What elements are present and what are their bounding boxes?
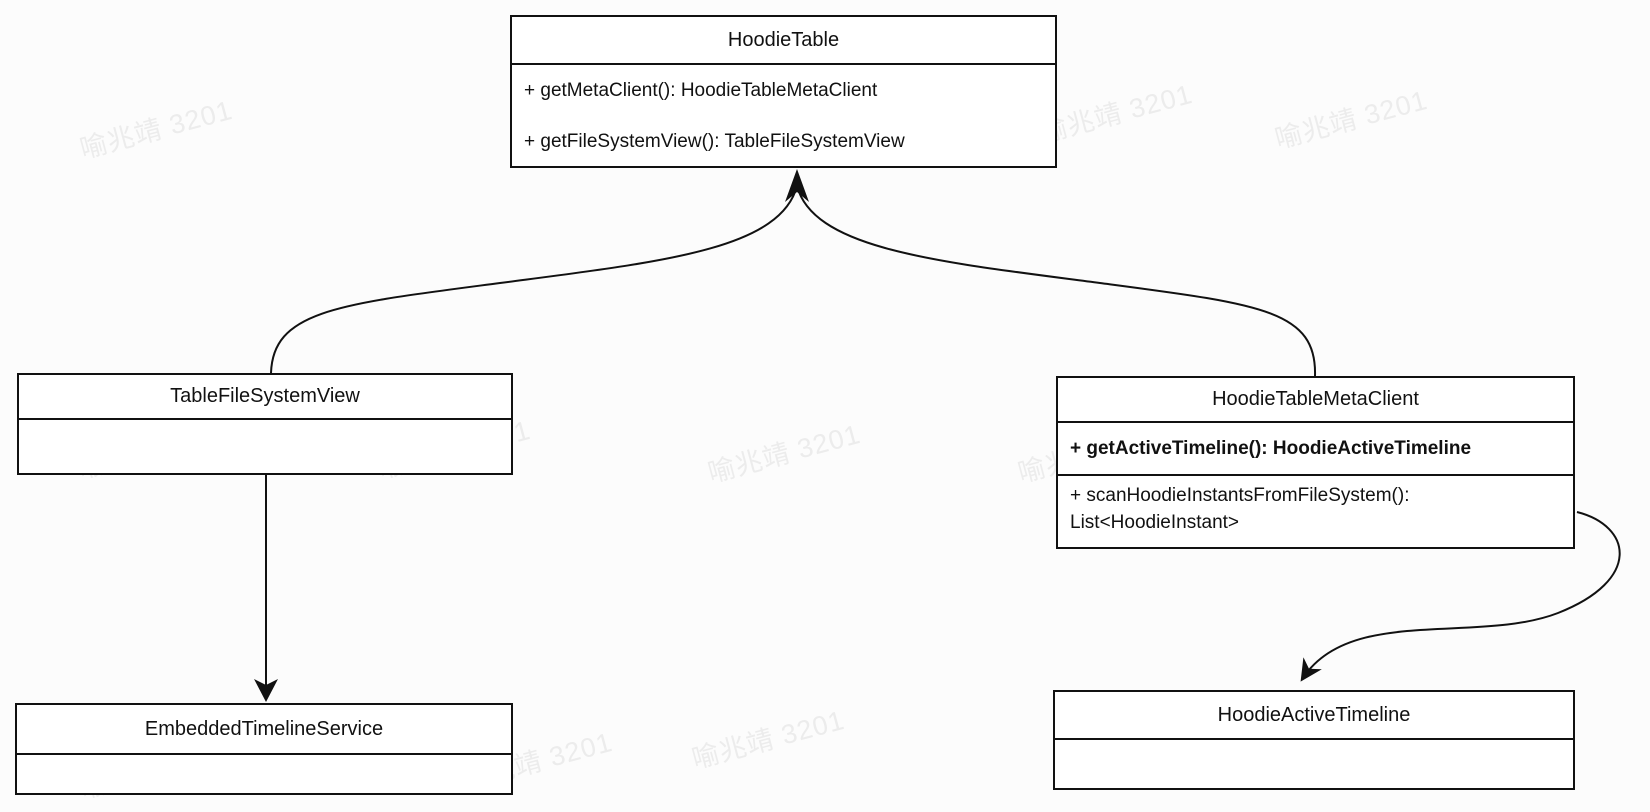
- class-title: HoodieTableMetaClient: [1058, 378, 1573, 423]
- class-title: TableFileSystemView: [19, 375, 511, 420]
- class-box-embedded-timeline-service: EmbeddedTimelineService: [15, 703, 513, 795]
- edge-tablefilesystemview-to-hoodietable: [270, 185, 798, 374]
- watermark: 喻兆靖 3201: [688, 704, 848, 775]
- class-title: HoodieTable: [512, 17, 1055, 65]
- watermark: 喻兆靖 3201: [1036, 78, 1196, 149]
- class-box-hoodie-table: HoodieTable + getMetaClient(): HoodieTab…: [510, 15, 1057, 168]
- class-method: + getMetaClient(): HoodieTableMetaClient: [524, 79, 878, 101]
- class-title: EmbeddedTimelineService: [17, 705, 511, 755]
- class-box-table-file-system-view: TableFileSystemView: [17, 373, 513, 475]
- arrowhead-up-icon: [785, 169, 809, 202]
- class-title: HoodieActiveTimeline: [1055, 692, 1573, 740]
- watermark: 喻兆靖 3201: [76, 94, 236, 165]
- class-method: + getActiveTimeline(): HoodieActiveTimel…: [1058, 423, 1573, 476]
- edge-hoodietablemetaclient-to-hoodietable: [796, 185, 1317, 377]
- class-box-hoodie-active-timeline: HoodieActiveTimeline: [1053, 690, 1575, 790]
- class-method: + scanHoodieInstantsFromFileSystem(): Li…: [1070, 485, 1410, 533]
- watermark: 喻兆靖 3201: [1271, 84, 1431, 155]
- class-method: + getFileSystemView(): TableFileSystemVi…: [524, 130, 905, 152]
- class-box-hoodie-table-meta-client: HoodieTableMetaClient + getActiveTimelin…: [1056, 376, 1575, 549]
- watermark: 喻兆靖 3201: [704, 418, 864, 489]
- arrowhead-down-icon: [254, 679, 278, 702]
